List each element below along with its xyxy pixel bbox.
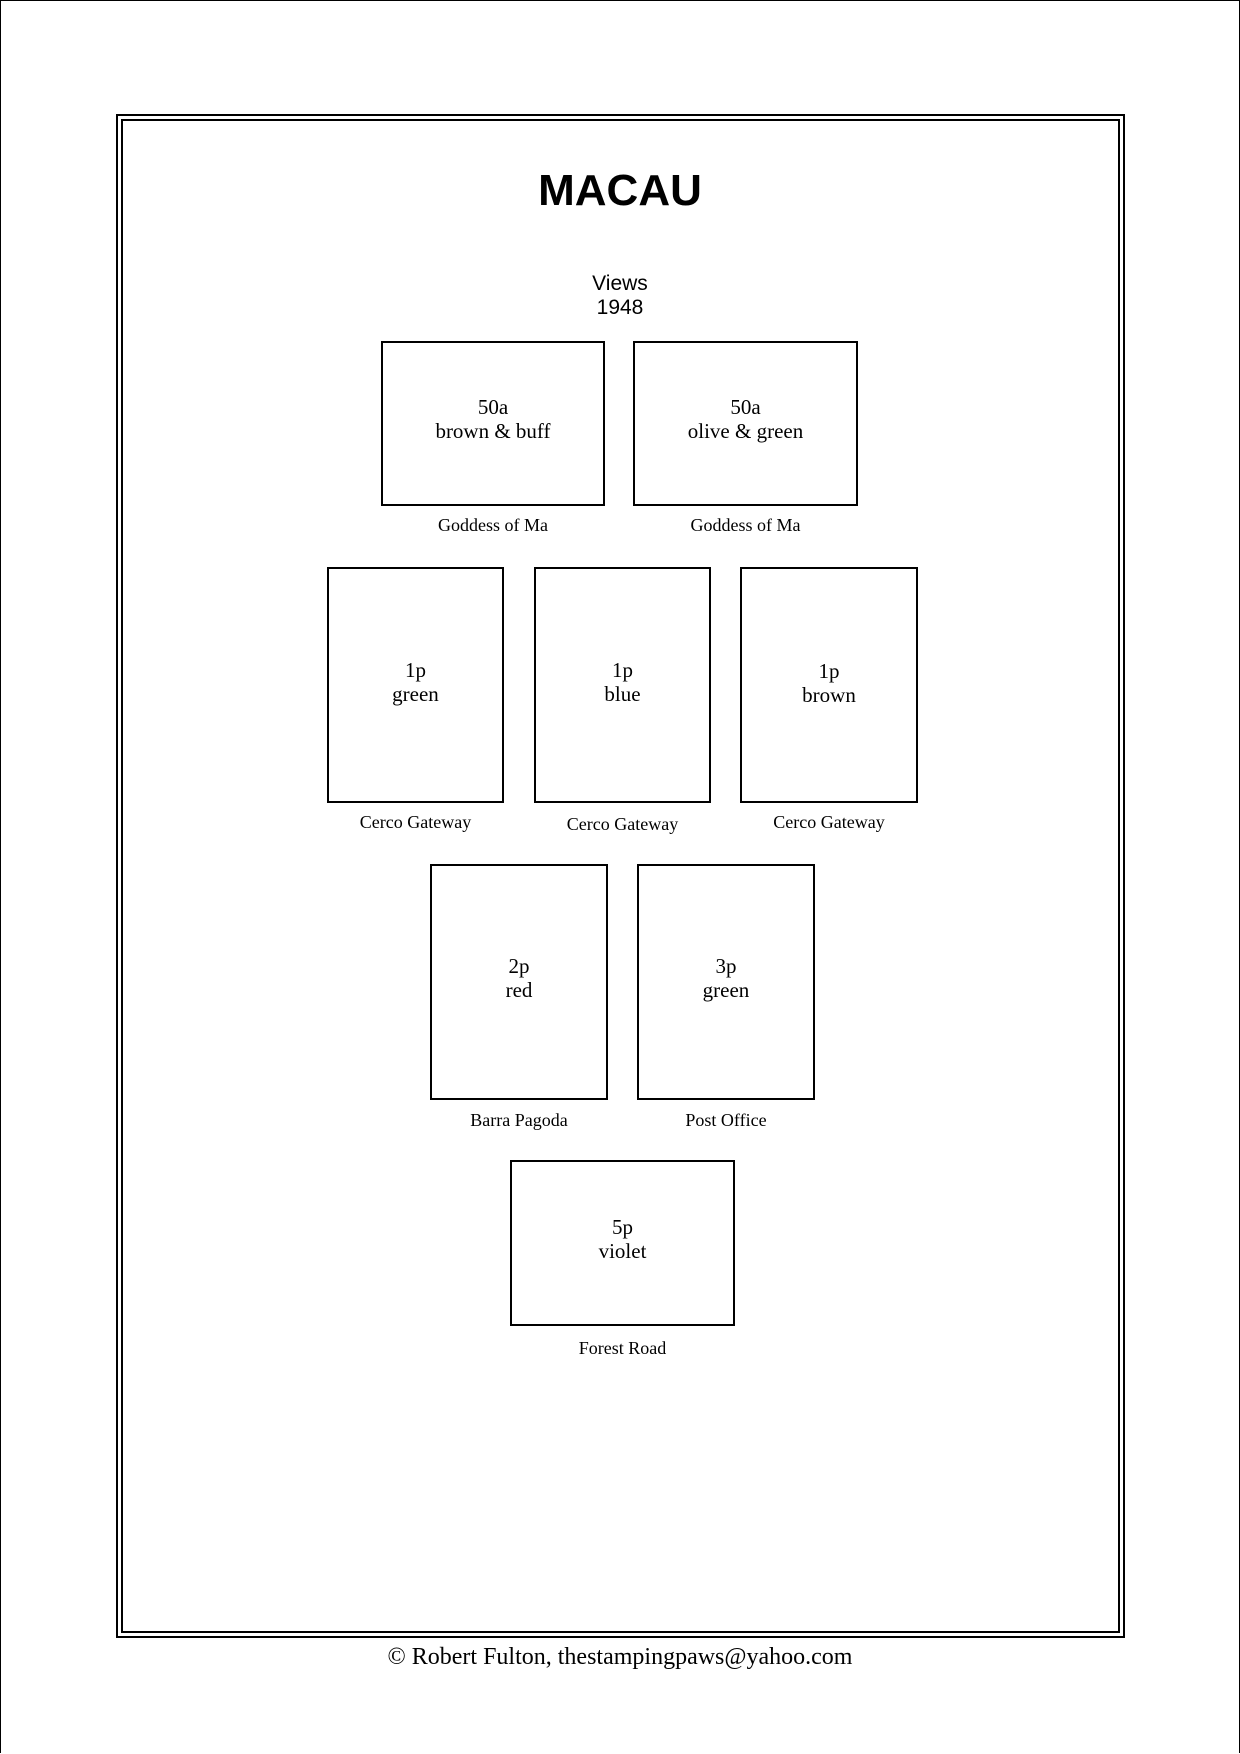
stamp-color: violet (598, 1239, 647, 1263)
stamp-caption: Forest Road (578, 1338, 667, 1358)
set-title: Views (592, 272, 648, 295)
copyright-footer: © Robert Fulton, thestampingpaws@yahoo.c… (387, 1644, 853, 1670)
stamp-color: brown & buff (435, 419, 551, 443)
stamp-caption: Cerco Gateway (566, 814, 679, 834)
stamp-color: green (702, 978, 750, 1002)
set-year: 1948 (596, 296, 644, 319)
stamp-color: olive & green (687, 419, 804, 443)
page-border-inner (121, 119, 1120, 1633)
stamp-label: 1p green (329, 658, 502, 706)
stamp-caption: Post Office (685, 1110, 767, 1130)
stamp-label: 1p blue (536, 658, 709, 706)
stamp-space: 50a brown & buff (381, 341, 605, 506)
stamp-color: green (392, 682, 439, 706)
stamp-label: 3p green (639, 954, 813, 1002)
stamp-denomination: 1p (818, 659, 840, 683)
stamp-denomination: 1p (612, 658, 633, 682)
stamp-denomination: 3p (715, 954, 737, 978)
stamp-space: 2p red (430, 864, 608, 1100)
stamp-caption: Barra Pagoda (470, 1110, 568, 1130)
stamp-color: blue (604, 682, 641, 706)
stamp-color: brown (802, 683, 856, 707)
stamp-space: 50a olive & green (633, 341, 858, 506)
stamp-space: 5p violet (510, 1160, 735, 1326)
stamp-caption: Goddess of Ma (438, 515, 548, 535)
stamp-label: 5p violet (512, 1215, 733, 1263)
stamp-caption: Goddess of Ma (690, 515, 801, 535)
page-border-outer (116, 114, 1125, 1638)
stamp-denomination: 1p (405, 658, 426, 682)
stamp-label: 50a olive & green (635, 395, 856, 443)
stamp-label: 1p brown (742, 659, 916, 707)
stamp-denomination: 5p (612, 1215, 633, 1239)
stamp-space: 3p green (637, 864, 815, 1100)
stamp-denomination: 50a (730, 395, 761, 419)
stamp-caption: Cerco Gateway (773, 812, 885, 832)
stamp-denomination: 2p (508, 954, 530, 978)
stamp-space: 1p brown (740, 567, 918, 803)
stamp-color: red (505, 978, 533, 1002)
stamp-label: 50a brown & buff (383, 395, 603, 443)
stamp-denomination: 50a (477, 395, 509, 419)
stamp-label: 2p red (432, 954, 606, 1002)
stamp-space: 1p green (327, 567, 504, 803)
page-title: MACAU (538, 166, 702, 215)
stamp-space: 1p blue (534, 567, 711, 803)
stamp-caption: Cerco Gateway (359, 812, 472, 832)
